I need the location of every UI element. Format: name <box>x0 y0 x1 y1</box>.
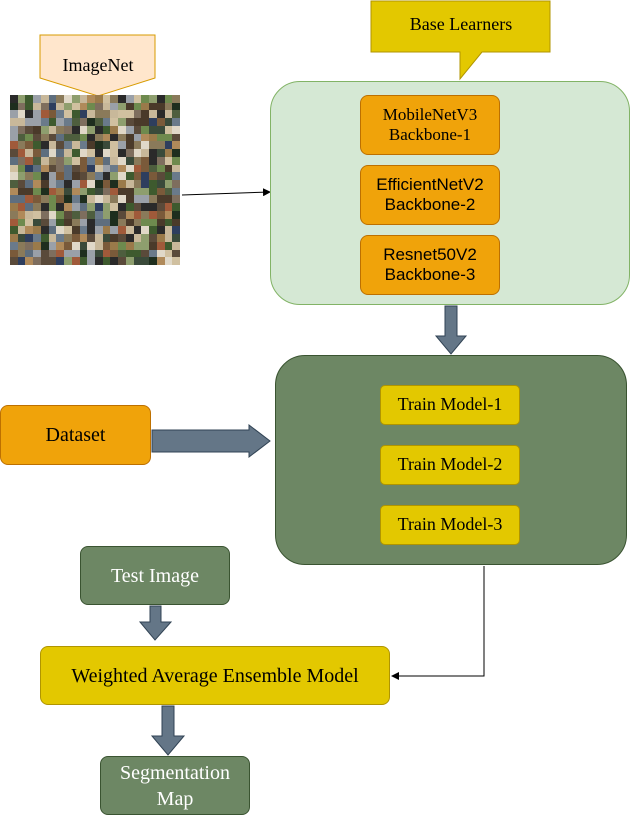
base-learners-callout <box>370 0 551 81</box>
segmentation-label-line2: Map <box>156 787 194 810</box>
backbone-sub: Backbone-1 <box>388 125 472 144</box>
imagenet-label: ImageNet <box>62 55 134 75</box>
test-image-box: Test Image <box>80 546 230 605</box>
arrow-ensemble-to-segmentation <box>150 705 186 756</box>
arrow-dataset-to-train <box>151 423 271 459</box>
backbone-sub: Backbone-3 <box>384 265 476 284</box>
arrow-imagenet-to-base-learners <box>181 188 271 197</box>
imagenet-callout <box>39 34 156 97</box>
arrow-base-to-train <box>434 305 468 355</box>
backbone-name: MobileNetV3 <box>382 104 478 124</box>
arrow-train-to-ensemble <box>391 566 485 680</box>
backbone-resnet50v2: Resnet50V2 Backbone-3 <box>360 235 500 295</box>
segmentation-map-box: Segmentation Map <box>100 756 250 815</box>
train-model-2: Train Model-2 <box>380 445 520 485</box>
train-model-3: Train Model-3 <box>380 505 520 545</box>
base-learners-label: Base Learners <box>409 14 513 34</box>
ensemble-model-box: Weighted Average Ensemble Model <box>40 646 390 705</box>
segmentation-label-line1: Segmentation <box>120 761 230 784</box>
backbone-efficientnetv2: EfficientNetV2 Backbone-2 <box>360 165 500 225</box>
backbone-sub: Backbone-2 <box>384 195 476 214</box>
backbone-name: EfficientNetV2 <box>376 174 484 194</box>
backbone-mobilenetv3: MobileNetV3 Backbone-1 <box>360 95 500 155</box>
train-model-1: Train Model-1 <box>380 385 520 425</box>
dataset-box: Dataset <box>0 405 151 465</box>
backbone-name: Resnet50V2 <box>383 244 477 264</box>
imagenet-mosaic-image <box>10 95 180 265</box>
arrow-test-to-ensemble <box>138 605 173 641</box>
